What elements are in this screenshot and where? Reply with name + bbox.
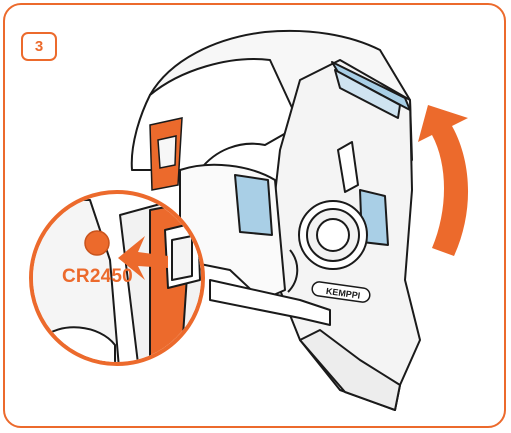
step-number-badge: 3 (21, 32, 57, 61)
rotate-up-arrow-icon (418, 105, 469, 256)
battery-coin-icon (84, 230, 110, 256)
insert-arrow-icon (118, 236, 168, 280)
battery-type-label: CR2450 (62, 266, 133, 287)
brand-logo: KEMPPI (311, 281, 371, 303)
svg-text:KEMPPI: KEMPPI (325, 286, 361, 301)
helmet-shell (130, 29, 421, 411)
